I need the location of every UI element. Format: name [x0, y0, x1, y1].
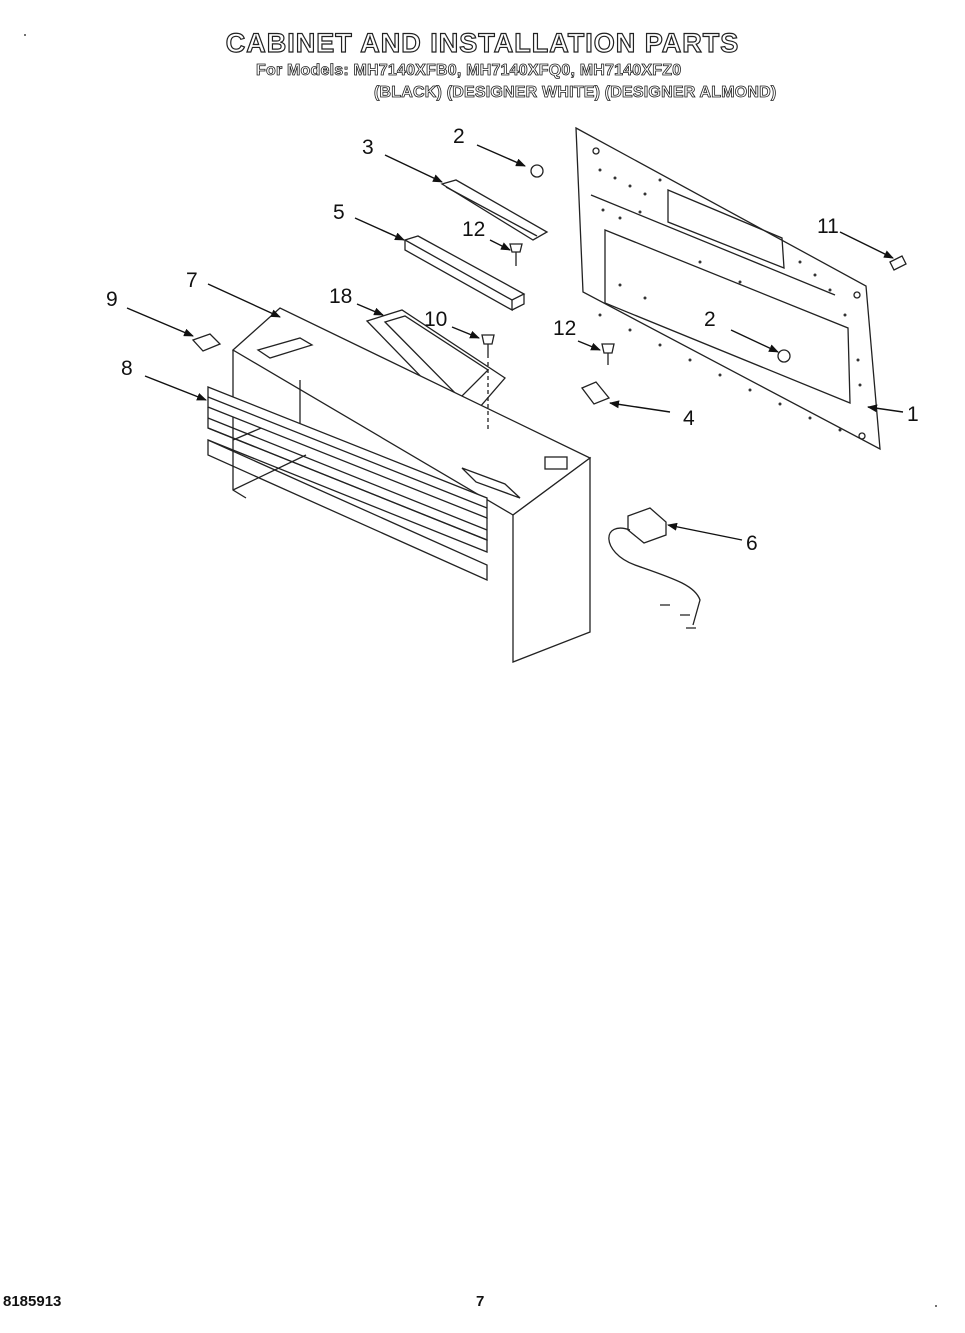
callout-2-lower: 2 — [704, 308, 716, 331]
power-cord-part-6 — [608, 507, 701, 629]
callout-4: 4 — [683, 407, 695, 430]
callout-18: 18 — [329, 285, 352, 308]
callout-10: 10 — [424, 308, 447, 331]
top-strip-part-3 — [440, 179, 549, 241]
callout-6: 6 — [746, 532, 758, 555]
leader-arrows — [126, 144, 904, 541]
callout-8: 8 — [121, 357, 133, 380]
clip-part-9 — [191, 333, 222, 352]
grille-part-8 — [207, 386, 488, 582]
screw-part-10 — [481, 334, 495, 358]
callout-9: 9 — [106, 288, 118, 311]
callout-1: 1 — [907, 403, 919, 426]
callout-3: 3 — [362, 136, 374, 159]
callout-12-lower: 12 — [553, 317, 576, 340]
callout-12-upper: 12 — [462, 218, 485, 241]
colors-line: (BLACK) (DESIGNER WHITE) (DESIGNER ALMON… — [374, 84, 777, 102]
models-line: For Models: MH7140XFB0, MH7140XFQ0, MH71… — [256, 62, 682, 80]
page-title: CABINET AND INSTALLATION PARTS — [225, 27, 740, 58]
callout-11: 11 — [817, 215, 839, 238]
scan-speck — [24, 34, 26, 36]
scan-speck — [935, 1305, 937, 1307]
bumper-part-2-upper — [530, 164, 544, 178]
callout-7: 7 — [186, 269, 198, 292]
screw-part-12-lower — [601, 343, 615, 365]
callout-2-upper: 2 — [453, 125, 465, 148]
callout-5: 5 — [333, 201, 345, 224]
document-number: 8185913 — [3, 1293, 62, 1310]
bracket-part-5 — [403, 235, 526, 301]
bracket-part-5-end — [511, 294, 525, 311]
page-number: 7 — [476, 1293, 485, 1310]
top-strip-ridge — [445, 186, 538, 237]
clip-part-4 — [580, 381, 611, 405]
cabinet-part-7 — [231, 307, 592, 663]
bumper-part-2-lower — [777, 349, 791, 363]
bracket-part-5-side — [404, 240, 513, 312]
screw-part-11 — [889, 255, 907, 271]
screw-part-12-upper — [509, 243, 523, 266]
mounting-plate-part-1 — [575, 126, 881, 451]
